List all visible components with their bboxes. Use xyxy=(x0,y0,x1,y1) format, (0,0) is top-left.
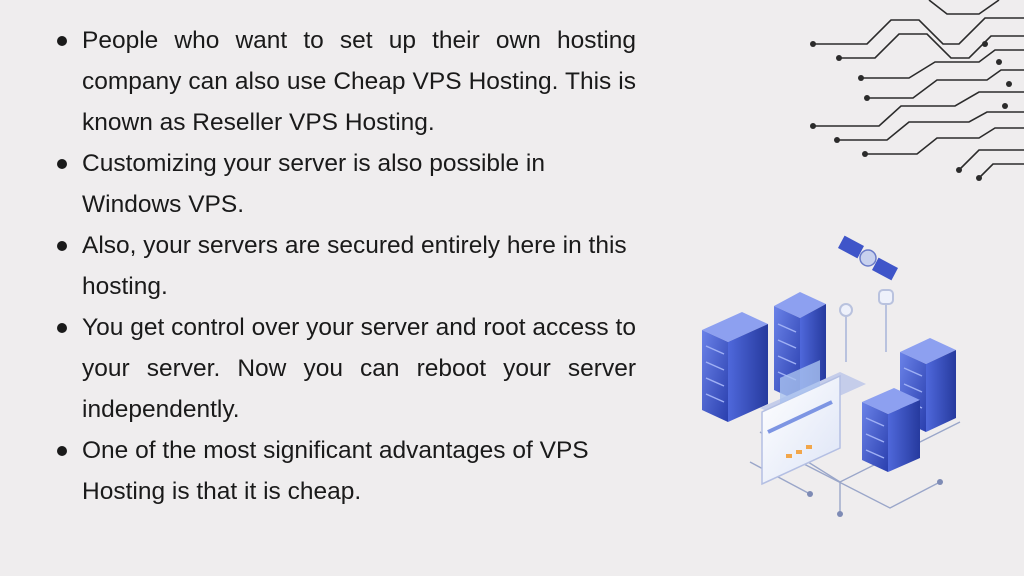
bullet-text: You get control over your server and roo… xyxy=(82,314,636,423)
bullet-item: People who want to set up their own host… xyxy=(54,20,636,143)
bullet-dot-icon xyxy=(57,446,67,456)
bullet-dot-icon xyxy=(57,323,67,333)
bullet-dot-icon xyxy=(57,241,67,251)
bullet-item: Customizing your server is also possible… xyxy=(54,143,636,225)
server-network-illustration xyxy=(702,235,961,517)
circuit-lines-icon xyxy=(810,0,1024,181)
bullet-item: Also, your servers are secured entirely … xyxy=(54,225,636,307)
bullet-dot-icon xyxy=(57,159,67,169)
bullet-text: Also, your servers are secured entirely … xyxy=(82,232,627,300)
bullet-item: One of the most significant advantages o… xyxy=(54,430,636,512)
bullet-list: People who want to set up their own host… xyxy=(54,20,636,512)
bullet-text: Customizing your server is also possible… xyxy=(82,150,545,218)
bullet-text: People who want to set up their own host… xyxy=(82,27,636,136)
bullet-item: You get control over your server and roo… xyxy=(54,307,636,430)
bullet-text: One of the most significant advantages o… xyxy=(82,437,589,505)
bullet-dot-icon xyxy=(57,36,67,46)
